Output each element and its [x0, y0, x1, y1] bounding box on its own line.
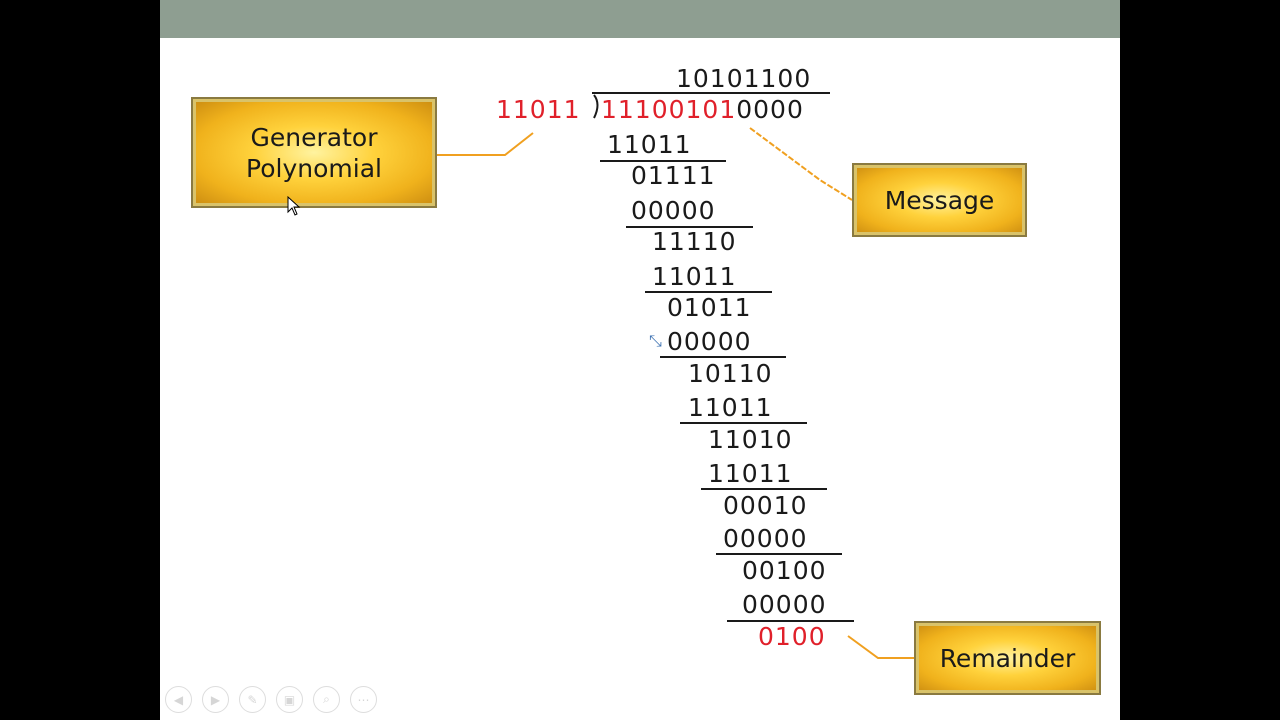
- message-label: Message: [884, 185, 995, 215]
- subtraction-line: [645, 291, 772, 293]
- division-step: 00000: [742, 590, 827, 619]
- generator-connector: [437, 132, 534, 156]
- subtraction-line: [727, 620, 854, 622]
- generator-label-line2: Polynomial: [246, 153, 382, 183]
- subtraction-line: [626, 226, 753, 228]
- previous-icon[interactable]: ◀: [165, 686, 192, 713]
- subtraction-line: [660, 356, 786, 358]
- generator-polynomial-box: Generator Polynomial: [191, 97, 437, 208]
- connector-lines: [437, 94, 916, 659]
- message-connector: [749, 127, 853, 201]
- slides-icon[interactable]: ▣: [276, 686, 303, 713]
- division-step: 10110: [688, 359, 773, 388]
- division-step: 00000: [667, 327, 752, 356]
- next-icon[interactable]: ▶: [202, 686, 229, 713]
- zoom-icon[interactable]: ⌕: [313, 686, 340, 713]
- slide-top-bar: [160, 0, 1120, 38]
- division-step: 00010: [723, 491, 808, 520]
- slide: Generator Polynomial Message Remainder 1…: [160, 0, 1120, 720]
- dividend-message: 11100101: [601, 95, 737, 124]
- division-step: 11011: [652, 262, 737, 291]
- dividend-padding: 0000: [736, 95, 804, 124]
- subtraction-line: [716, 553, 842, 555]
- generator-label-line1: Generator: [250, 122, 378, 152]
- subtraction-line: [680, 422, 807, 424]
- quotient: 10101100: [676, 64, 812, 93]
- quotient-line: [592, 92, 830, 94]
- division-bracket: [593, 94, 599, 119]
- annotation-mark: ⤡: [649, 331, 662, 350]
- division-step: 11011: [708, 459, 793, 488]
- dividend: 111001010000: [601, 95, 804, 125]
- division-step: 00000: [723, 524, 808, 553]
- slideshow-toolbar: ◀ ▶ ✎ ▣ ⌕ ⋯: [165, 686, 377, 713]
- remainder-box: Remainder: [914, 621, 1101, 695]
- subtraction-line: [701, 488, 827, 490]
- mouse-cursor-icon: [287, 196, 301, 216]
- divisor: 11011: [496, 95, 581, 124]
- remainder-value: 0100: [758, 622, 826, 651]
- message-box: Message: [852, 163, 1027, 237]
- division-step: 00100: [742, 556, 827, 585]
- division-step: 11010: [708, 425, 793, 454]
- division-step: 11011: [607, 130, 692, 159]
- more-icon[interactable]: ⋯: [350, 686, 377, 713]
- division-step: 01111: [631, 161, 716, 190]
- division-step: 11110: [652, 227, 737, 256]
- remainder-connector: [847, 635, 916, 659]
- subtraction-line: [600, 160, 726, 162]
- division-step: 00000: [631, 196, 716, 225]
- remainder-label: Remainder: [939, 643, 1076, 673]
- pen-icon[interactable]: ✎: [239, 686, 266, 713]
- division-step: 01011: [667, 293, 752, 322]
- division-step: 11011: [688, 393, 773, 422]
